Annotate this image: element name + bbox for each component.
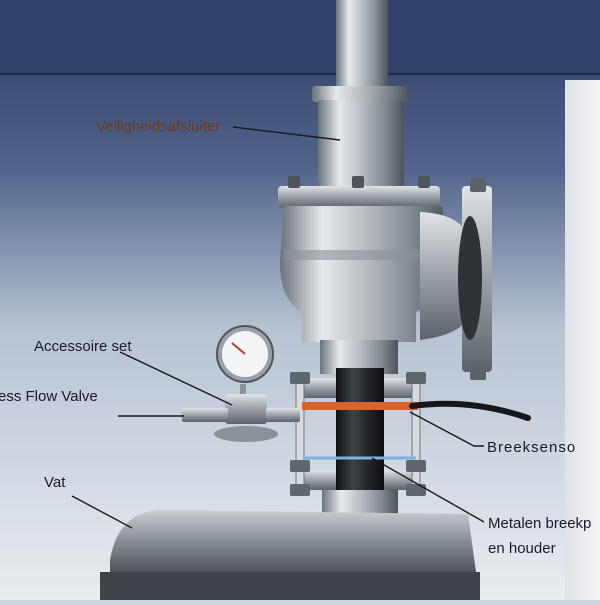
efv-outlet (266, 408, 300, 422)
leader-accessoire (119, 351, 233, 406)
vessel-base (100, 572, 480, 600)
right-side-panel (565, 80, 600, 600)
efv-body (225, 394, 267, 424)
upper-panel (0, 0, 600, 74)
leader-veiligheidsafsluiter (232, 126, 341, 141)
stud-nuts (290, 372, 426, 496)
leader-breekplaat (371, 457, 485, 523)
leader-vat (71, 495, 133, 529)
sensor-cable (409, 400, 531, 421)
valve-stem (336, 0, 388, 92)
label-excess-flow-valve: ess Flow Valve (0, 388, 98, 405)
label-metalen-breekplaat: Metalen breekp (488, 515, 592, 532)
label-breeksensor: Breeksenso (487, 439, 577, 456)
pressure-gauge-needle (231, 342, 246, 355)
bonnet-flange (278, 186, 440, 208)
bonnet-bolts (288, 176, 430, 188)
outlet-port (420, 212, 472, 340)
label-en-houder: en houder (488, 540, 556, 557)
valve-body (280, 206, 448, 342)
label-vat: Vat (44, 474, 66, 491)
label-veiligheidsafsluiter: Veiligheidsafsluiter (96, 118, 221, 135)
leader-breeksensor (409, 411, 484, 447)
efv-inlet (182, 408, 228, 422)
burst-sensor-band (302, 402, 418, 410)
leader-lines (71, 126, 485, 529)
valve-body-ring (284, 250, 440, 260)
outlet-flange-bolts (470, 178, 486, 380)
actuator-cylinder (318, 100, 404, 188)
vessel-top (110, 510, 476, 580)
efv-base (214, 426, 278, 442)
actuator-cap (312, 86, 408, 102)
label-accessoire-set: Accessoire set (34, 338, 132, 355)
outlet-bore (458, 216, 482, 340)
